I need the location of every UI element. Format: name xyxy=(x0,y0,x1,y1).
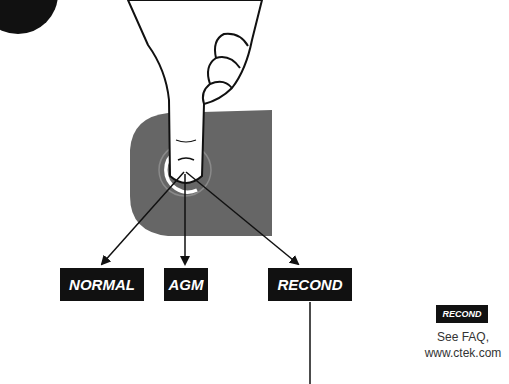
finger-crease xyxy=(176,140,196,142)
pointer-arrow xyxy=(102,172,184,264)
mode-label-box: NORMAL xyxy=(60,268,144,301)
fingernail xyxy=(178,158,194,160)
knuckle xyxy=(208,57,240,84)
mode-label: RECOND xyxy=(277,276,342,293)
note-text: See FAQ, www.ctek.com xyxy=(422,329,504,361)
mode-label: AGM xyxy=(169,276,204,293)
pointer-arrow xyxy=(184,174,186,264)
knuckle xyxy=(215,34,248,58)
pointer-arrow xyxy=(186,172,298,264)
hand xyxy=(128,0,262,183)
mode-label: NORMAL xyxy=(69,276,135,293)
mode-label-box: RECOND xyxy=(436,305,488,323)
step-badge xyxy=(0,0,58,34)
mode-label-box: AGM xyxy=(164,268,208,301)
mode-label-box: RECOND xyxy=(268,268,352,301)
knuckle xyxy=(203,82,232,104)
continue-line xyxy=(309,302,311,384)
mode-label: RECOND xyxy=(442,309,481,319)
